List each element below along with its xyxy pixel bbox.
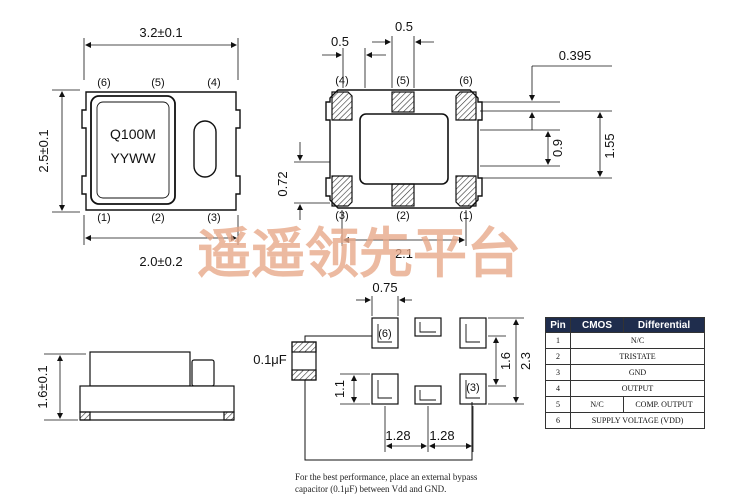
pin-number: 3 (545, 364, 571, 381)
pin-number: 1 (545, 332, 571, 349)
footprint-dim-bottom-left: 1.28 (385, 428, 410, 443)
marking-line-1: Q100M (110, 126, 156, 142)
bottom-dim-pad-pitch: 0.5 (395, 19, 413, 34)
capacitor-label: 0.1μF (253, 352, 287, 367)
bottom-view (294, 36, 612, 246)
top-view-height-dim: 2.5±0.1 (36, 129, 51, 172)
top-pin-label-1: (1) (97, 212, 110, 224)
table-row: 6 SUPPLY VOLTAGE (VDD) (545, 412, 705, 429)
footprint-dim-left: 1.1 (332, 380, 347, 398)
bottom-dim-pad-width: 0.5 (331, 34, 349, 49)
bottom-pin-label-3: (3) (335, 210, 348, 222)
footprint-pin-label-3: (3) (466, 382, 479, 394)
pin-function: SUPPLY VOLTAGE (VDD) (570, 412, 705, 429)
pin-function: OUTPUT (570, 380, 705, 397)
pin-number: 6 (545, 412, 571, 429)
note-line-1: For the best performance, place an exter… (295, 472, 478, 482)
table-row: 2 TRISTATE (545, 348, 705, 365)
top-pin-label-2: (2) (151, 212, 164, 224)
pin-function-diff: COMP. OUTPUT (623, 396, 705, 413)
bottom-pin-label-5: (5) (396, 75, 409, 87)
pin-number: 4 (545, 380, 571, 397)
header-cmos: CMOS (570, 317, 624, 333)
bottom-pin-label-2: (2) (396, 210, 409, 222)
top-pin-label-4: (4) (207, 77, 220, 89)
top-pin-label-6: (6) (97, 77, 110, 89)
footprint-dim-right-outer: 2.3 (518, 352, 533, 370)
footprint-dim-top: 0.75 (372, 280, 397, 295)
bottom-pin-label-4: (4) (335, 75, 348, 87)
top-view-bottom-dim: 2.0±0.2 (139, 254, 182, 269)
pin-number: 5 (545, 396, 571, 413)
top-view (52, 38, 241, 245)
note-line-2: capacitor (0.1μF) between Vdd and GND. (295, 484, 446, 494)
top-pin-label-5: (5) (151, 77, 164, 89)
bottom-dim-height: 1.55 (602, 133, 617, 158)
watermark-text: 遥遥领先平台 (197, 222, 521, 285)
pin-function: TRISTATE (570, 348, 705, 365)
bottom-dim-pitch: 2.1 (395, 246, 413, 261)
header-differential: Differential (623, 317, 705, 333)
marking-line-2: YYWW (110, 150, 156, 166)
top-pin-label-3: (3) (207, 212, 220, 224)
pin-function: GND (570, 364, 705, 381)
bottom-dim-pad-height: 0.9 (550, 139, 565, 157)
bottom-dim-gap: 0.72 (275, 171, 290, 196)
bottom-dim-edge: 0.395 (559, 48, 592, 63)
bottom-pin-label-1: (1) (459, 210, 472, 222)
table-row: 1 N/C (545, 332, 705, 349)
footprint-dim-right-inner: 1.6 (498, 352, 513, 370)
table-row: 3 GND (545, 364, 705, 381)
top-view-width-dim: 3.2±0.1 (139, 25, 182, 40)
table-row: 5 N/C COMP. OUTPUT (545, 396, 705, 413)
header-pin: Pin (545, 317, 571, 333)
side-view (44, 351, 235, 421)
footprint-pin-label-6: (6) (378, 328, 391, 340)
pin-number: 2 (545, 348, 571, 365)
footprint-dim-bottom-right: 1.28 (429, 428, 454, 443)
side-view-height-dim: 1.6±0.1 (35, 365, 50, 408)
bottom-pin-label-6: (6) (459, 75, 472, 87)
pin-function-cmos: N/C (570, 396, 624, 413)
table-row: 4 OUTPUT (545, 380, 705, 397)
pin-table-header: Pin CMOS Differential (545, 317, 705, 333)
pin-table: Pin CMOS Differential 1 N/C 2 TRISTATE 3… (545, 317, 705, 429)
pcb-footprint (291, 296, 524, 461)
pin-function: N/C (570, 332, 705, 349)
